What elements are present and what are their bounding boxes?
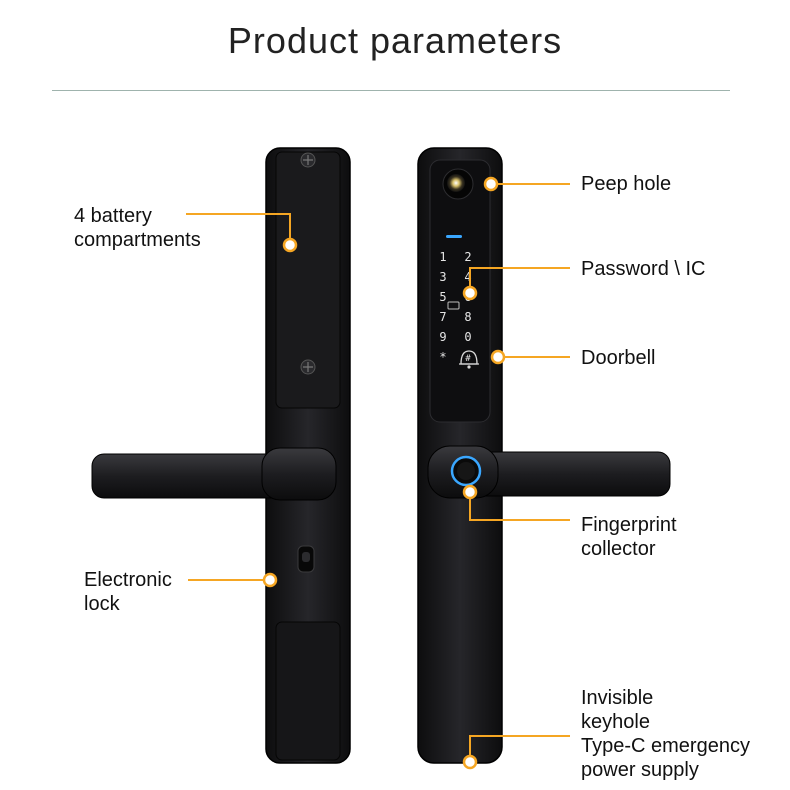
fingerprint-sensor-icon (450, 455, 482, 487)
keypad-key: # (465, 354, 471, 364)
callout-line: Electronic (84, 569, 172, 591)
screw-icon (300, 152, 316, 168)
callout-line: power supply (581, 759, 699, 781)
title-divider (52, 90, 730, 91)
back-handle (91, 447, 337, 501)
camera-icon (442, 168, 474, 200)
card-icon (447, 301, 460, 310)
callout-line: Invisible (581, 687, 654, 709)
callout-line: Fingerprint (581, 514, 677, 536)
callout-line: compartments (74, 229, 201, 251)
callout-lines (186, 183, 570, 762)
callout-dot-peep-hole (483, 176, 499, 192)
front-handle (427, 445, 671, 499)
callout-dot-password (462, 285, 478, 301)
callout-dot-keyhole (462, 754, 478, 770)
callout-doorbell: Doorbell (581, 346, 655, 370)
callout-line: Doorbell (581, 347, 656, 369)
callout-line: Peep hole (581, 173, 672, 195)
callout-dot-battery (282, 237, 298, 253)
keypad-key: 5 (439, 290, 446, 304)
callout-dot-doorbell (490, 349, 506, 365)
keypad-key: 4 (464, 270, 471, 284)
callout-line: 4 battery (74, 205, 152, 227)
keypad-key: 2 (464, 250, 471, 264)
keypad-key: 1 (439, 250, 446, 264)
callout-dot-fingerprint (462, 484, 478, 500)
screw-icon (300, 359, 316, 375)
keypad-key: 0 (464, 330, 471, 344)
callout-markers (262, 176, 506, 770)
callout-electronic-lock: Electronic lock (84, 568, 172, 616)
keypad-key: 9 (439, 330, 446, 344)
keypad-key: 8 (464, 310, 471, 324)
callout-keyhole: Invisible keyhole Type-C emergency power… (581, 686, 750, 782)
page-title: Product parameters (227, 20, 563, 61)
callout-dot-electronic-lock (262, 572, 278, 588)
callout-line: Password \ IC (581, 258, 706, 280)
callout-peep-hole: Peep hole (581, 172, 671, 196)
keypad-key: 3 (439, 270, 446, 284)
keypad: 1234567890*# (439, 250, 471, 364)
callout-password: Password \ IC (581, 257, 705, 281)
callout-line: keyhole (581, 711, 650, 733)
callout-line: Type-C emergency (581, 735, 750, 757)
status-led-icon (446, 235, 462, 238)
bell-icon (459, 350, 479, 369)
callout-line: lock (84, 593, 120, 615)
callout-line: collector (581, 538, 656, 560)
keypad-key: * (439, 350, 446, 364)
callout-fingerprint: Fingerprint collector (581, 513, 677, 561)
keypad-key: 7 (439, 310, 446, 324)
callout-battery: 4 battery compartments (74, 204, 201, 252)
